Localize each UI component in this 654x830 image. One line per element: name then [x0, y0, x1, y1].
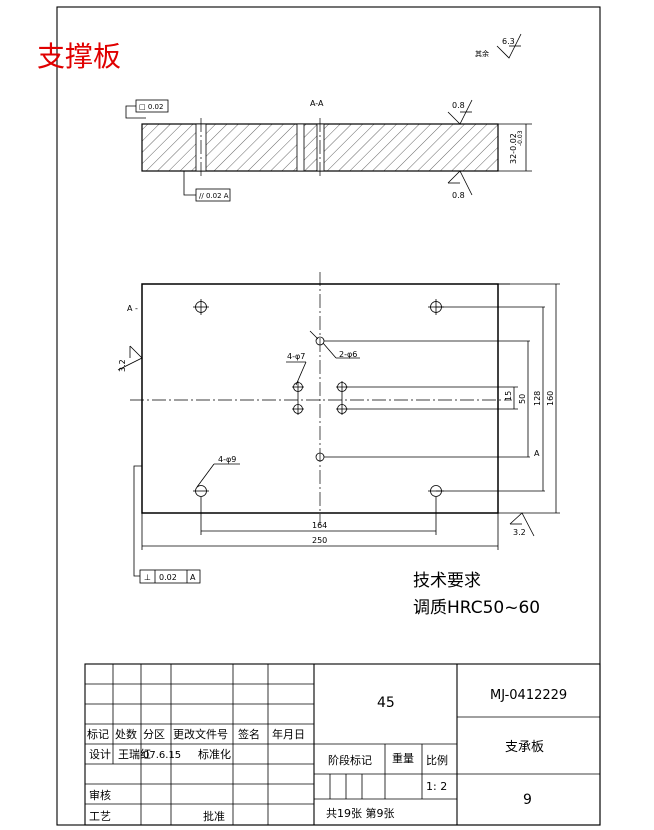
- section-view: A-A □ 0.02 // 0.02 A 0.8 0.8 32-0.02 -0.…: [125, 99, 532, 202]
- view-label: A -: [127, 304, 138, 313]
- dim-50: 50: [518, 394, 527, 404]
- roughness-other-label: 其余: [475, 49, 489, 58]
- approve-label: 批准: [203, 809, 225, 823]
- plan-view: A -: [117, 272, 560, 584]
- flatness-box-top: [135, 99, 169, 113]
- header-zone: 分区: [143, 728, 165, 741]
- title-block: 45 MJ-0412229 支承板 9 标记 处数 分区 更改文件号 签名 年月…: [84, 663, 601, 826]
- sheet-count: 共19张 第9张: [326, 806, 395, 820]
- standardize-label: 标准化: [198, 747, 231, 761]
- perp-value: 0.02: [159, 573, 177, 582]
- flatness-value: □ 0.02: [139, 103, 163, 111]
- perpendicularity-box: [139, 569, 201, 584]
- header-mark: 标记: [87, 727, 109, 741]
- quantity-value: 9: [523, 792, 532, 808]
- dim-164: 164: [312, 521, 327, 530]
- roughness-bottom-right-value: 3.2: [513, 528, 526, 537]
- parallel-box-bottom: [195, 188, 231, 202]
- process-label: 工艺: [89, 810, 111, 823]
- dim-128: 128: [533, 391, 542, 406]
- roughness-top-value: 0.8: [452, 101, 465, 110]
- dim-250: 250: [312, 536, 327, 545]
- roughness-bottom-value: 0.8: [452, 191, 465, 200]
- holes: [193, 299, 444, 497]
- section-label: A-A: [310, 99, 324, 108]
- weight-label: 重量: [392, 751, 414, 765]
- header-change-doc: 更改文件号: [173, 727, 228, 741]
- scale-value: 1: 2: [426, 780, 447, 793]
- header-sign: 签名: [238, 727, 260, 741]
- designer-name: 王瑞红: [118, 747, 151, 761]
- roughness-other-symbol: 6.3 其余: [475, 33, 522, 59]
- thickness-tol: -0.03: [517, 130, 524, 146]
- material-value: 45: [377, 695, 395, 711]
- section-hole-mid: [296, 123, 305, 172]
- roughness-other-value: 6.3: [502, 37, 515, 46]
- roughness-left-value: 3.2: [118, 359, 127, 372]
- parallel-value: // 0.02 A: [199, 192, 229, 200]
- tech-req-heading: 技术要求: [413, 571, 481, 591]
- drawing-title: 支撑板: [37, 40, 121, 73]
- scale-label: 比例: [426, 753, 448, 767]
- tech-req-item: 调质HRC50~60: [413, 598, 540, 618]
- label-4-phi9: 4-φ9: [218, 455, 236, 464]
- drawing-number: MJ-0412229: [490, 688, 567, 703]
- perp-symbol: ⊥: [144, 573, 151, 582]
- header-count: 处数: [115, 728, 137, 741]
- dim-15: 15: [504, 391, 513, 401]
- thickness-dim: 32-0.02: [509, 133, 518, 164]
- part-name: 支承板: [505, 740, 544, 755]
- perp-datum: A: [190, 573, 196, 582]
- design-label: 设计: [89, 748, 111, 761]
- dim-160: 160: [546, 391, 555, 406]
- design-date: 07.6.15: [143, 750, 181, 761]
- section-hole-mid2: [316, 123, 325, 172]
- label-4-phi7: 4-φ7: [287, 352, 305, 361]
- datum-a-marker: A: [534, 449, 540, 458]
- review-label: 审核: [89, 788, 111, 802]
- label-2-phi6: 2-φ6: [339, 350, 357, 359]
- stage-mark-label: 阶段标记: [328, 753, 372, 767]
- header-date: 年月日: [272, 727, 305, 741]
